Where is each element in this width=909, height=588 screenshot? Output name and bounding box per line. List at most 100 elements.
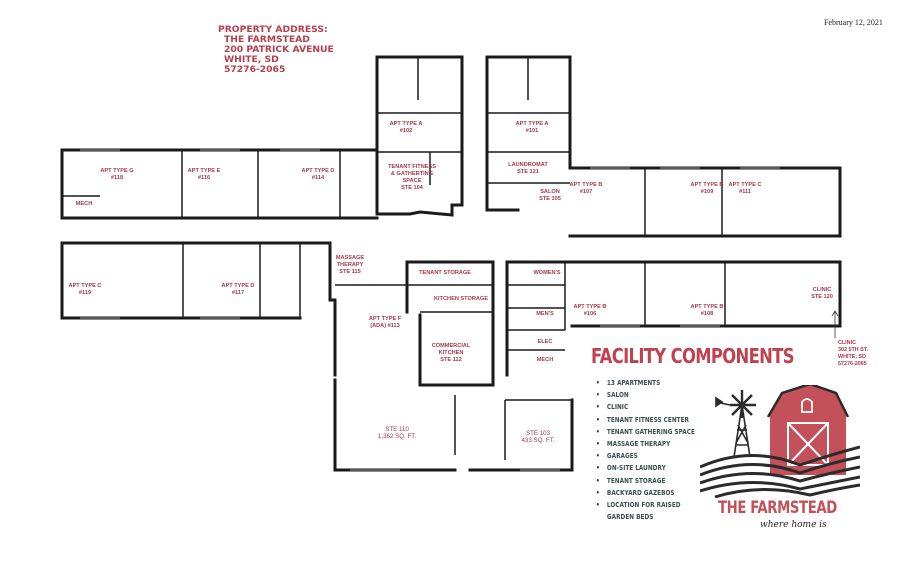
room-apt-108: APT TYPE B #108 — [691, 304, 724, 318]
room-elec: ELEC — [538, 339, 553, 346]
room-label: COMMERCIAL — [431, 343, 471, 349]
room-label: APT TYPE B — [573, 304, 607, 310]
list-item: 13 APARTMENTS — [596, 377, 695, 389]
room-label: THERAPY — [336, 262, 364, 268]
room-label: APT TYPE F — [368, 316, 402, 322]
room-area: 1,362 SQ. FT. — [377, 433, 417, 440]
list-item: GARAGES — [596, 450, 695, 462]
room-label: CLINIC — [812, 287, 832, 293]
room-apt-119: APT TYPE C #119 — [69, 283, 102, 297]
room-ste-112: COMMERCIAL KITCHEN STE 112 — [432, 343, 471, 364]
room-ste-103: STE 103 433 SQ. FT. — [521, 430, 554, 444]
list-item: SALON — [596, 389, 695, 401]
room-number: STE 112 — [440, 357, 462, 363]
room-label: WOMEN'S — [533, 270, 561, 276]
room-label: APT TYPE C — [68, 283, 102, 289]
room-ste-110: STE 110 1,362 SQ. FT. — [378, 426, 416, 440]
room-number: #116 — [197, 175, 211, 181]
barn-icon — [766, 385, 850, 475]
room-label: APT TYPE C — [728, 182, 762, 188]
address-street: 200 PATRICK AVENUE — [224, 44, 334, 55]
room-number: STE 120 — [811, 294, 833, 300]
room-label: ELEC — [537, 339, 553, 345]
room-womens-restroom: WOMEN'S — [533, 270, 560, 277]
list-item: CLINIC — [596, 401, 695, 413]
room-number: #108 — [700, 311, 714, 317]
list-item-continuation: GARDEN BEDS — [606, 512, 654, 522]
room-ste-104: TENANT FITNESS & GATHERTING SPACE STE 10… — [388, 164, 436, 192]
room-label: TENANT FITNESS — [388, 164, 436, 170]
room-label: STE 103 — [525, 430, 551, 437]
room-label: MEN'S — [536, 311, 554, 317]
facility-components-title: FACILITY COMPONENTS — [591, 344, 795, 368]
room-apt-109: APT TYPE B #109 — [691, 182, 724, 196]
address-label: PROPERTY ADDRESS: — [218, 24, 328, 35]
room-label: APT TYPE E — [187, 168, 221, 174]
clinic-address-city: WHITE, SD — [838, 354, 866, 360]
room-mech-central: MECH — [537, 357, 553, 364]
room-label: LAUNDROMAT — [508, 162, 548, 168]
room-number: STE 115 — [339, 269, 361, 275]
room-number: #101 — [525, 128, 539, 134]
list-item: TENANT GATHERING SPACE — [596, 426, 695, 438]
list-item: BACKYARD GAZEBOS — [596, 487, 695, 499]
room-label: APT TYPE B — [690, 304, 724, 310]
room-mech-west: MECH — [76, 201, 92, 208]
clinic-address-street: 302 5TH ST. — [838, 347, 868, 353]
room-label: TENANT STORAGE — [419, 270, 471, 276]
room-apt-111: APT TYPE C #111 — [729, 182, 762, 196]
room-number: #118 — [110, 175, 124, 181]
room-apt-106: APT TYPE B #106 — [574, 304, 607, 318]
room-number: #119 — [78, 290, 92, 296]
list-item: ON-SITE LAUNDRY — [596, 462, 695, 474]
room-apt-117: APT TYPE D #117 — [222, 283, 255, 297]
field-rows-icon — [700, 445, 860, 499]
room-number: #106 — [583, 311, 597, 317]
room-ste-115: MASSAGE THERAPY STE 115 — [336, 255, 364, 276]
room-number: (ADA) #113 — [370, 323, 400, 329]
room-ste-120: CLINIC STE 120 — [811, 287, 833, 301]
room-area: 433 SQ. FT. — [521, 437, 555, 444]
address-name: THE FARMSTEAD — [224, 34, 310, 45]
facility-components-list: 13 APARTMENTS SALON CLINIC TENANT FITNES… — [596, 377, 723, 523]
room-ste-105: SALON STE 105 — [539, 189, 561, 203]
list-item: TENANT FITNESS CENTER — [596, 414, 695, 426]
room-apt-118: APT TYPE G #118 — [100, 168, 133, 182]
logo-name: THE FARMSTEAD — [718, 498, 837, 518]
room-label: APT TYPE B — [690, 182, 724, 188]
room-label: STE 110 — [385, 426, 409, 433]
room-apt-114: APT TYPE D #114 — [302, 168, 335, 182]
room-label: APT TYPE A — [389, 121, 423, 127]
room-label: KITCHEN — [438, 350, 464, 356]
logo-tagline: where home is — [760, 520, 827, 530]
room-apt-113: APT TYPE F (ADA) #113 — [369, 316, 401, 330]
clinic-address: CLINIC 302 5TH ST. WHITE, SD 57276-2065 — [838, 340, 868, 368]
room-apt-116: APT TYPE E #116 — [188, 168, 221, 182]
room-number: #114 — [311, 175, 325, 181]
document-date: February 12, 2021 — [824, 18, 883, 27]
room-apt-102: APT TYPE A #102 — [390, 121, 423, 135]
room-kitchen-storage: KITCHEN STORAGE — [434, 296, 488, 303]
room-label: KITCHEN STORAGE — [434, 296, 488, 302]
room-number: STE 104 — [401, 185, 423, 191]
room-label: APT TYPE D — [221, 283, 255, 289]
room-label: MECH — [536, 357, 554, 363]
clinic-address-label: CLINIC — [838, 340, 856, 346]
room-number: #111 — [739, 189, 751, 195]
room-number: STE 121 — [517, 169, 539, 175]
list-item: TENANT STORAGE — [596, 475, 695, 487]
room-label: SPACE — [402, 178, 422, 184]
room-mens-restroom: MEN'S — [536, 311, 554, 318]
farmstead-logo — [700, 385, 860, 499]
room-number: #102 — [399, 128, 413, 134]
room-number: STE 105 — [539, 196, 561, 202]
room-number: #109 — [700, 189, 714, 195]
list-item: LOCATION FOR RAISED — [596, 499, 695, 511]
room-label: & GATHERTING — [390, 171, 434, 177]
room-label: APT TYPE G — [100, 168, 134, 174]
windmill-icon — [715, 390, 756, 458]
room-label: APT TYPE A — [515, 121, 549, 127]
room-label: APT TYPE B — [569, 182, 603, 188]
room-apt-101: APT TYPE A #101 — [516, 121, 549, 135]
